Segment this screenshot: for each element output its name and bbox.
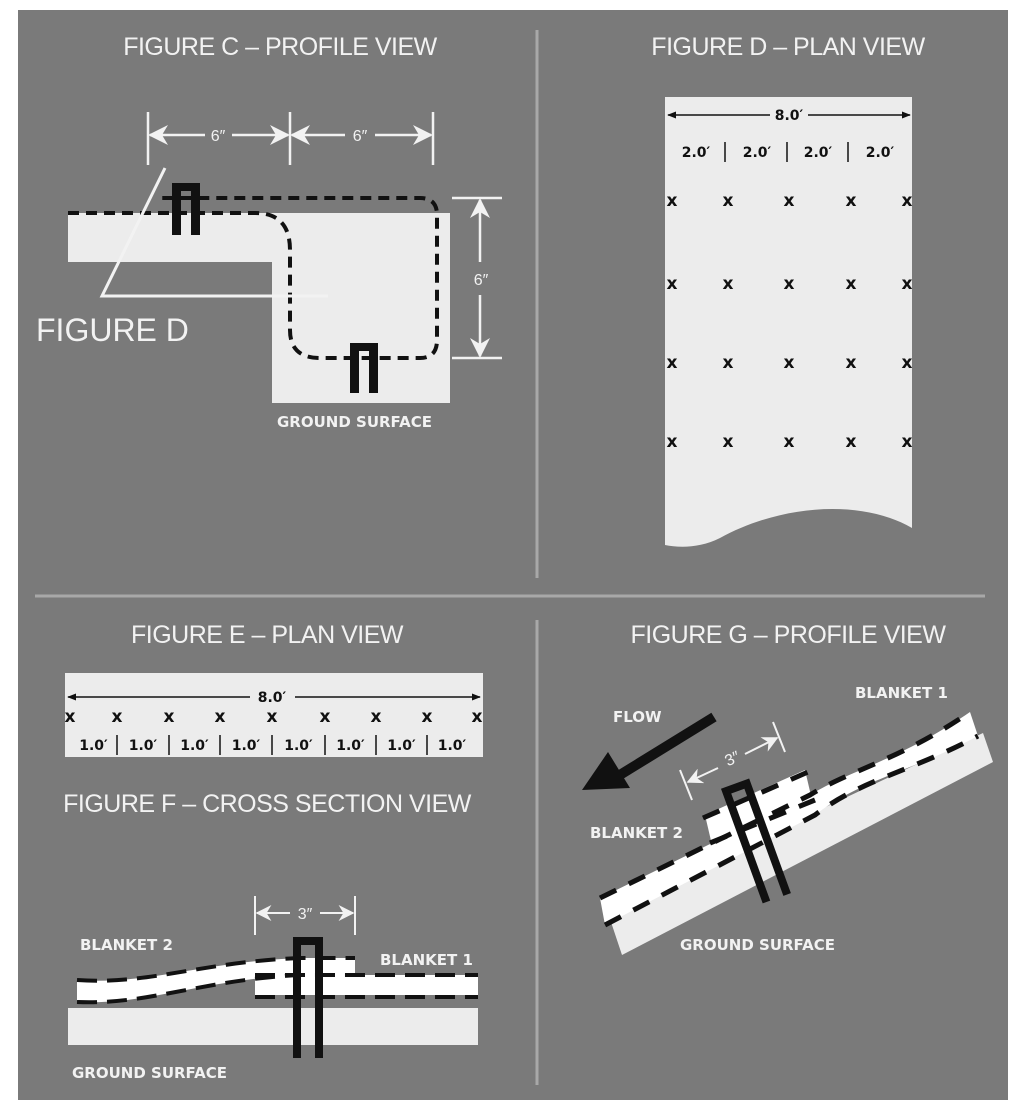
flow-label: FLOW — [613, 708, 662, 726]
staple-marker: x — [846, 432, 857, 452]
figure-d: FIGURE D – PLAN VIEW 8.0′ 2.0′ 2.0′ 2.0′ 2.… — [651, 33, 926, 547]
blanket-path — [68, 196, 439, 360]
blanket-2-label: BLANKET 2 — [80, 936, 173, 954]
spacing-dim: 1.0′ — [79, 738, 108, 754]
staple-marker: x — [723, 432, 734, 452]
blanket-1 — [255, 975, 478, 995]
figure-f: FIGURE F – CROSS SECTION VIEW 3″ BLANKET… — [63, 790, 478, 1082]
staple-marker: x — [723, 353, 734, 373]
spacing-dim: 1.0′ — [232, 738, 261, 754]
staple-marker: x — [902, 432, 913, 452]
spacing-dim: 1.0′ — [129, 738, 158, 754]
staple-marker: x — [846, 274, 857, 294]
blanket-1-label: BLANKET 1 — [380, 951, 473, 969]
figure-g-title: FIGURE G – PROFILE VIEW — [631, 621, 947, 649]
spacing-dim: 2.0′ — [682, 145, 711, 161]
total-dim: 8.0′ — [258, 690, 287, 706]
blanket-2 — [77, 958, 355, 1003]
blanket-2-label: BLANKET 2 — [590, 824, 683, 842]
figure-f-title: FIGURE F – CROSS SECTION VIEW — [63, 790, 472, 818]
figure-e: FIGURE E – PLAN VIEW 8.0′ x x x x x x x x x 1.0′… — [65, 621, 483, 757]
staple-marker: x — [846, 191, 857, 211]
staple-marker: x — [667, 353, 678, 373]
blanket-1-label: BLANKET 1 — [855, 684, 948, 702]
spacing-dim: 2.0′ — [866, 145, 895, 161]
staple-marker: x — [320, 707, 331, 727]
staple-marker: x — [164, 707, 175, 727]
staple-marker: x — [215, 707, 226, 727]
spacing-dim: 1.0′ — [336, 738, 365, 754]
ground-label: GROUND SURFACE — [277, 413, 432, 431]
staple-marker: x — [784, 432, 795, 452]
spacing-dim: 1.0′ — [180, 738, 209, 754]
staple-marker: x — [784, 274, 795, 294]
staple-marker: x — [472, 707, 483, 727]
ground — [607, 733, 993, 955]
staple-marker: x — [65, 707, 76, 727]
staple-marker: x — [422, 707, 433, 727]
staple-marker: x — [902, 353, 913, 373]
ground — [68, 1008, 478, 1045]
spacing-dim: 2.0′ — [743, 145, 772, 161]
dim-3in: 3″ — [722, 748, 743, 770]
figure-d-title: FIGURE D – PLAN VIEW — [651, 33, 925, 61]
staple-marker: x — [784, 353, 795, 373]
figure-c: FIGURE C – PROFILE VIEW 6″ 6″ 6″ FIGURE … — [36, 33, 502, 431]
staple-marker: x — [371, 707, 382, 727]
figure-e-title: FIGURE E – PLAN VIEW — [131, 621, 404, 649]
dim-height: 6″ — [474, 272, 489, 289]
dim-3in: 3″ — [298, 906, 313, 923]
staple-marker: x — [723, 274, 734, 294]
dim-left: 6″ — [211, 128, 226, 145]
plan-panel — [65, 673, 483, 757]
staple-icon — [350, 343, 378, 393]
flow-arrow-icon — [582, 712, 717, 790]
staple-marker: x — [902, 191, 913, 211]
staple-marker: x — [667, 191, 678, 211]
plan-panel — [665, 97, 912, 547]
total-dim: 8.0′ — [775, 108, 804, 124]
staple-marker: x — [667, 274, 678, 294]
spacing-dim: 1.0′ — [438, 738, 467, 754]
ground-label: GROUND SURFACE — [680, 936, 835, 954]
spacing-dim: 1.0′ — [284, 738, 313, 754]
staple-marker: x — [112, 707, 123, 727]
figure-g: FIGURE G – PROFILE VIEW 3″ FLOW BLANKET … — [582, 621, 993, 955]
staple-marker: x — [667, 432, 678, 452]
ground-label: GROUND SURFACE — [72, 1064, 227, 1082]
panel-dividers — [35, 30, 985, 1085]
dim-right: 6″ — [353, 128, 368, 145]
staple-marker: x — [267, 707, 278, 727]
spacing-dim: 1.0′ — [387, 738, 416, 754]
spacing-dim: 2.0′ — [804, 145, 833, 161]
staple-marker: x — [723, 191, 734, 211]
staple-marker: x — [846, 353, 857, 373]
blanket-1 — [600, 712, 978, 925]
staple-marker: x — [902, 274, 913, 294]
staple-icon — [293, 937, 323, 1058]
figure-c-title: FIGURE C – PROFILE VIEW — [123, 33, 437, 61]
figure-d-callout: FIGURE D — [36, 312, 189, 348]
staple-icon — [172, 183, 200, 235]
staple-icon — [720, 778, 791, 904]
staple-marker: x — [784, 191, 795, 211]
